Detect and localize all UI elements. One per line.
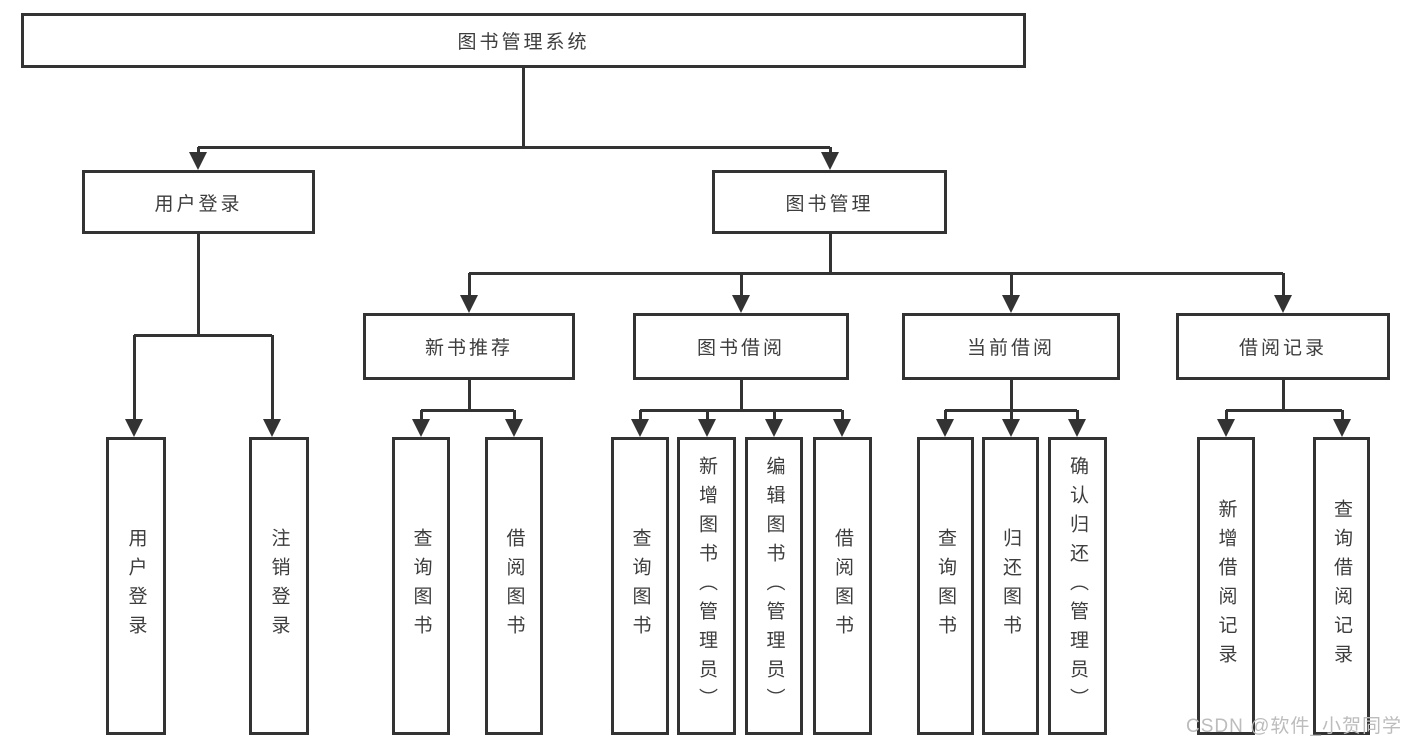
connector-stub-current-borrow (1009, 273, 1013, 298)
leaf-cb-return-books-label: 归还图书 (1000, 528, 1021, 644)
arrowhead-leaf-logout (263, 419, 281, 437)
node-book-management: 图书管理 (712, 170, 947, 234)
connector-stub-new-book-rec (467, 273, 471, 298)
arrowhead-bb-add (698, 419, 716, 437)
arrowhead-user-login (189, 152, 207, 170)
connector-br-hline (1226, 408, 1342, 412)
connector-bb-hline (640, 408, 842, 412)
connector-stub-cb-confirm (1075, 410, 1079, 421)
connector-bookmgmt-vline (828, 234, 832, 273)
leaf-br-add-record-label: 新增借阅记录 (1215, 499, 1237, 673)
connector-br-vline (1281, 380, 1285, 411)
arrowhead-current-borrow (1002, 295, 1020, 313)
arrowhead-borrow-records (1274, 295, 1292, 313)
connector-stub-leaf-logout (270, 335, 274, 421)
leaf-rec-borrow-books: 借阅图书 (485, 437, 543, 735)
connector-stub-bb-query (638, 410, 642, 421)
arrowhead-rec-borrow (505, 419, 523, 437)
connector-stub-bb-add (705, 410, 709, 421)
arrowhead-bb-query (631, 419, 649, 437)
leaf-cb-confirm-return-admin: 确认归还（管理员） (1048, 437, 1107, 735)
leaf-bb-add-books-admin: 新增图书（管理员） (677, 437, 736, 735)
connector-stub-book-mgmt (828, 147, 832, 155)
leaf-rec-query-books: 查询图书 (392, 437, 450, 735)
connector-stub-leaf-user-login (132, 335, 136, 421)
leaf-cb-query-books: 查询图书 (917, 437, 974, 735)
leaf-user-login-label: 用户登录 (125, 528, 147, 644)
leaf-br-query-record-label: 查询借阅记录 (1331, 499, 1352, 673)
node-user-login: 用户登录 (82, 170, 315, 234)
leaf-bb-query-books: 查询图书 (611, 437, 669, 735)
leaf-logout-label: 注销登录 (268, 528, 290, 644)
connector-rec-vline (467, 380, 471, 411)
connector-root-hline (198, 145, 830, 149)
leaf-bb-edit-books-admin: 编辑图书（管理员） (745, 437, 803, 735)
connector-stub-cb-query (943, 410, 947, 421)
leaf-br-query-record: 查询借阅记录 (1313, 437, 1370, 735)
connector-stub-book-borrow (739, 273, 743, 298)
leaf-bb-add-books-admin-label: 新增图书（管理员） (696, 455, 717, 717)
leaf-bb-query-books-label: 查询图书 (629, 528, 651, 644)
connector-stub-cb-return (1009, 410, 1013, 421)
connector-cb-vline (1009, 380, 1013, 411)
arrowhead-bb-borrow (833, 419, 851, 437)
arrowhead-cb-confirm (1068, 419, 1086, 437)
connector-userlogin-hline (134, 333, 272, 337)
leaf-bb-borrow-books: 借阅图书 (813, 437, 872, 735)
connector-root-vline (521, 68, 525, 147)
arrowhead-bb-edit (765, 419, 783, 437)
connector-stub-br-add (1224, 410, 1228, 421)
connector-rec-hline (421, 408, 514, 412)
leaf-rec-query-books-label: 查询图书 (410, 528, 432, 644)
leaf-br-add-record: 新增借阅记录 (1197, 437, 1255, 735)
leaf-bb-edit-books-admin-label: 编辑图书（管理员） (763, 455, 785, 717)
connector-stub-borrow-records (1281, 273, 1285, 298)
leaf-cb-query-books-label: 查询图书 (935, 528, 956, 644)
connector-bookmgmt-hline (469, 271, 1283, 275)
arrowhead-new-book-rec (460, 295, 478, 313)
node-borrowing-records: 借阅记录 (1176, 313, 1390, 380)
connector-stub-bb-edit (772, 410, 776, 421)
arrowhead-br-add (1217, 419, 1235, 437)
node-book-borrowing: 图书借阅 (633, 313, 849, 380)
connector-stub-rec-borrow (512, 410, 516, 421)
arrowhead-rec-query (412, 419, 430, 437)
node-new-book-recommend: 新书推荐 (363, 313, 575, 380)
leaf-cb-return-books: 归还图书 (982, 437, 1039, 735)
leaf-logout: 注销登录 (249, 437, 309, 735)
csdn-watermark: CSDN @软件_小贺同学 (1186, 716, 1402, 737)
node-current-borrowing: 当前借阅 (902, 313, 1120, 380)
node-root-system: 图书管理系统 (21, 13, 1026, 68)
leaf-rec-borrow-books-label: 借阅图书 (503, 528, 525, 644)
arrowhead-book-mgmt (821, 152, 839, 170)
connector-stub-rec-query (419, 410, 423, 421)
arrowhead-br-query (1333, 419, 1351, 437)
connector-bb-vline (739, 380, 743, 411)
arrowhead-leaf-user-login (125, 419, 143, 437)
connector-stub-bb-borrow (840, 410, 844, 421)
arrowhead-book-borrow (732, 295, 750, 313)
arrowhead-cb-return (1002, 419, 1020, 437)
connector-stub-br-query (1340, 410, 1344, 421)
connector-userlogin-vline (196, 234, 200, 335)
leaf-user-login: 用户登录 (106, 437, 166, 735)
connector-stub-user-login (196, 147, 200, 155)
leaf-cb-confirm-return-admin-label: 确认归还（管理员） (1067, 455, 1088, 717)
leaf-bb-borrow-books-label: 借阅图书 (832, 528, 853, 644)
arrowhead-cb-query (936, 419, 954, 437)
